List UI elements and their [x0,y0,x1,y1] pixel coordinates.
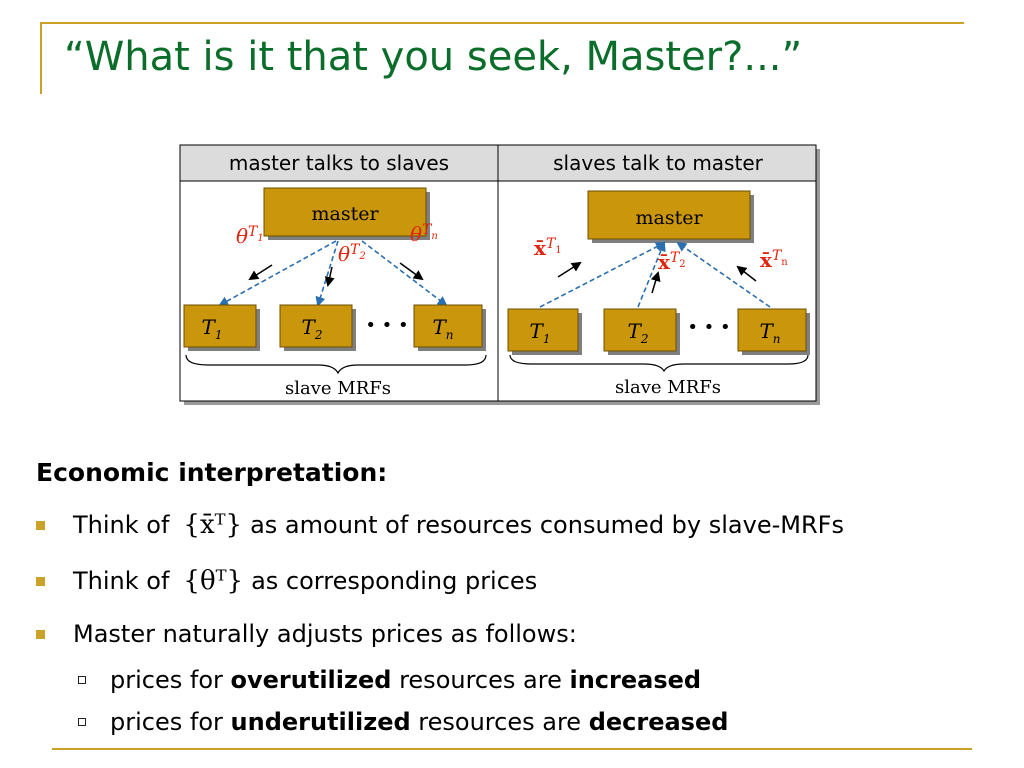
slave-group-brace [185,354,487,375]
bullet-lead-text: Think of [73,567,170,595]
edge-label-theta-tn: θTn [410,222,438,246]
bullet-lead-text: Think of [73,511,170,539]
slave-label-t2: T2 [302,315,323,342]
frame-top-rule [40,22,964,24]
slave-label-t1: T1 [530,319,551,346]
right-panel-header: slaves talk to master [553,151,763,175]
dashed-arrow-to-tn [361,240,448,307]
bullet-master-adjusts: Master naturally adjusts prices as follo… [36,620,577,648]
right-panel: master x̄T1 x̄T2 x̄Tn T1 T2 • • • Tn [507,190,810,398]
bullet-resources: Think of {x̄ᵀ} as amount of resources co… [36,510,844,540]
diagram-svg: master talks to slaves slaves talk to ma… [179,144,820,405]
sub-bullet-mid: resources are [399,666,562,694]
slave-group-brace [509,354,809,373]
economic-interpretation-heading: Economic interpretation: [36,458,388,487]
slave-box-tn [413,304,483,348]
bullet-square-icon [36,629,45,639]
hollow-square-icon [78,676,86,684]
dashed-arrow-to-t2 [315,240,339,307]
left-panel-header: master talks to slaves [229,151,449,175]
sub-bullet-mid: resources are [418,708,582,736]
slave-label-t1: T1 [202,315,223,342]
hollow-square-icon [78,718,86,726]
sub-bullet-pre: prices for [110,666,223,694]
ellipsis-dots: • • • [365,315,408,336]
small-arrow-1 [248,264,273,281]
frame-bottom-rule [52,748,972,750]
small-arrow-3 [736,265,757,282]
slave-label-t2: T2 [628,319,649,346]
edge-label-xbar-t2: x̄T2 [658,250,686,274]
sub-bullet-overutilized: prices for overutilized resources are in… [78,666,701,694]
dashed-arrow-to-t1 [218,240,337,306]
sub-bullet-em2: increased [569,666,702,694]
edge-label-theta-t2: θT2 [338,242,366,266]
sub-bullet-em1: underutilized [230,708,411,736]
dashed-arrow-from-t1 [539,242,666,308]
slave-box-t2 [603,308,677,352]
master-box [263,187,427,237]
slave-label-tn: Tn [759,319,780,346]
decomposition-diagram: master talks to slaves slaves talk to ma… [178,143,820,405]
math-xbar-set: {x̄ᵀ} [183,510,243,540]
master-label: master [311,203,379,225]
math-theta-set: {θᵀ} [183,566,244,596]
bullet-tail-text: as amount of resources consumed by slave… [250,511,844,539]
slave-mrfs-caption: slave MRFs [285,378,391,399]
slide-title: “What is it that you seek, Master?...” [64,34,803,80]
bullet-prices: Think of {θᵀ} as corresponding prices [36,566,537,596]
slave-box-t1 [507,308,579,352]
small-arrow-1 [557,261,582,278]
bullet-square-icon [36,576,45,586]
slave-mrfs-caption: slave MRFs [615,377,721,398]
master-box [587,190,751,240]
sub-bullet-underutilized: prices for underutilized resources are d… [78,708,728,736]
edge-label-theta-t1: θT1 [236,224,264,248]
small-arrow-3 [399,262,424,281]
ellipsis-dots: • • • [687,317,730,338]
small-arrow-2 [650,271,661,294]
slave-box-t1 [183,304,257,348]
dashed-arrow-from-tn [676,241,771,308]
bullet-tail-text: as corresponding prices [251,567,538,595]
bullet-square-icon [36,520,45,530]
edge-label-xbar-t1: x̄T1 [534,236,562,260]
left-panel: master θT1 θT2 θTn T1 T2 • • • Tn [183,187,487,399]
frame-left-rule [40,22,42,94]
edge-label-xbar-tn: x̄Tn [760,248,788,272]
bullet-text: Master naturally adjusts prices as follo… [73,620,577,648]
slave-box-tn [737,308,807,352]
sub-bullet-em2: decreased [588,708,729,736]
slave-label-tn: Tn [432,315,453,342]
small-arrow-2 [324,266,335,287]
sub-bullet-em1: overutilized [230,666,392,694]
slave-box-t2 [279,304,353,348]
master-label: master [635,207,703,229]
sub-bullet-pre: prices for [110,708,223,736]
